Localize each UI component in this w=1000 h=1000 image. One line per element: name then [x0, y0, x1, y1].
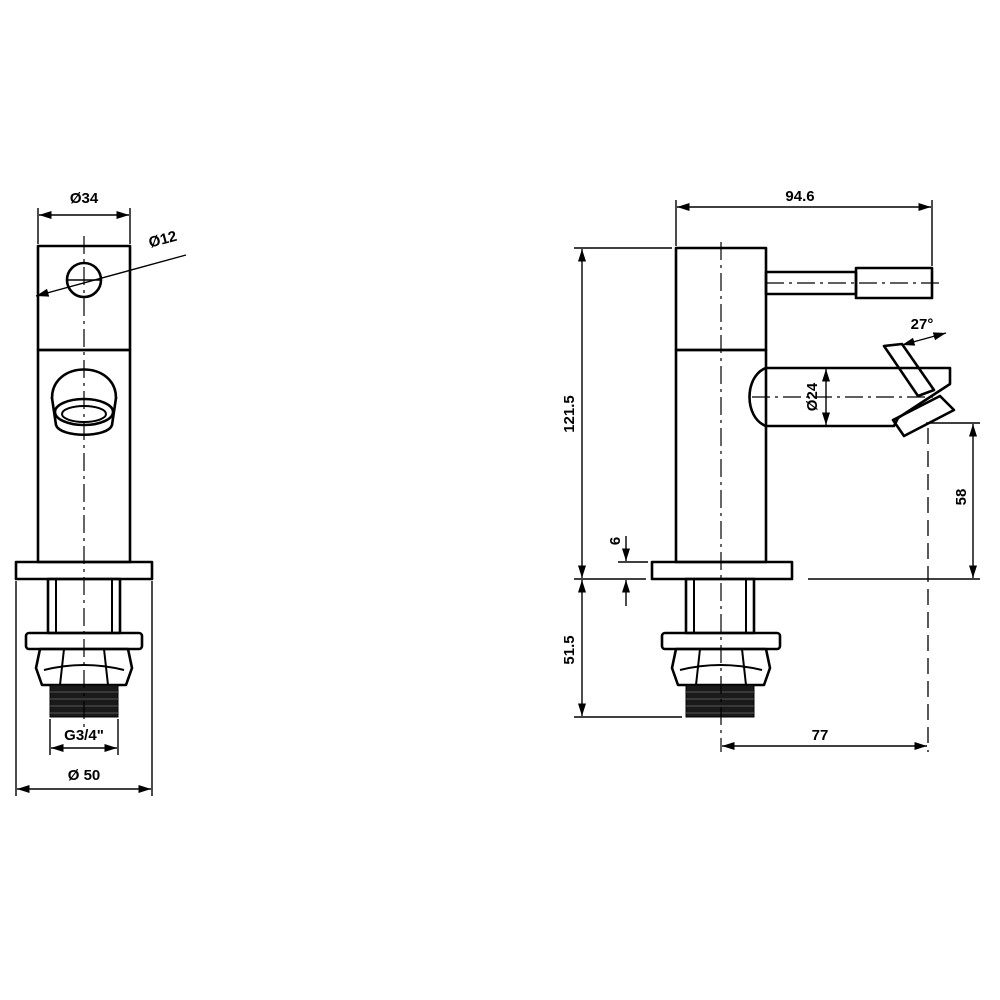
side-spout [748, 342, 956, 438]
dim-angle-label: 27° [911, 316, 934, 333]
dim-reach: 94.6 [675, 188, 933, 266]
dim-thread-label: G3/4" [64, 727, 104, 744]
dim-body-diameter-label: Ø34 [70, 190, 99, 207]
side-lever [764, 266, 940, 300]
side-shank [684, 577, 756, 635]
dim-base-thickness-label: 6 [607, 537, 624, 545]
front-view: Ø34 Ø12 G3/4" Ø 50 [14, 190, 187, 796]
side-base-plate [650, 560, 794, 581]
dim-shank-length: 51.5 [561, 580, 682, 718]
dim-spout-height-label: 58 [953, 489, 970, 506]
dim-spout-height: 58 [808, 422, 980, 580]
dim-hole-diameter: Ø12 [35, 228, 187, 297]
side-hex-nut [670, 647, 772, 687]
dim-angle: 27° [901, 316, 947, 346]
side-view: 94.6 27° Ø24 121.5 6 51.5 [561, 188, 980, 752]
dim-base-diameter: Ø 50 [15, 581, 153, 796]
dim-base-diameter-label: Ø 50 [68, 767, 101, 784]
dim-thread: G3/4" [49, 719, 119, 755]
dim-spout-projection: 77 [722, 428, 929, 752]
dim-reach-label: 94.6 [785, 188, 814, 205]
dim-height: 121.5 [561, 247, 672, 580]
dim-spout-diameter-label: Ø24 [804, 382, 821, 411]
dim-height-label: 121.5 [561, 395, 578, 433]
dim-shank-length-label: 51.5 [561, 635, 578, 664]
side-thread [685, 684, 755, 718]
dim-base-thickness: 6 [607, 536, 648, 606]
front-hex-nut [34, 647, 134, 687]
dim-spout-projection-label: 77 [812, 727, 829, 744]
dim-body-diameter: Ø34 [37, 190, 131, 244]
dim-hole-diameter-label: Ø12 [147, 228, 179, 252]
dim-spout-diameter: Ø24 [804, 369, 831, 425]
